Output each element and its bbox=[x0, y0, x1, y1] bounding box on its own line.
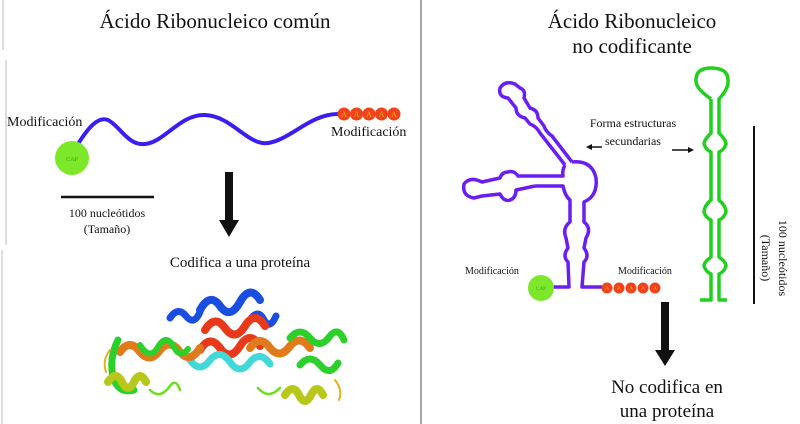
arrow-left-icon bbox=[586, 144, 602, 150]
polya-bead-label: A bbox=[653, 286, 658, 292]
polya-bead bbox=[625, 282, 637, 294]
scale-label: 100 nucleótidos bbox=[69, 206, 146, 220]
cap-structure: CAP bbox=[528, 275, 554, 301]
cap-label: CAP bbox=[536, 287, 546, 292]
right-title-line2: no codificante bbox=[572, 34, 692, 58]
down-arrow bbox=[655, 302, 675, 366]
polya-bead-label: A bbox=[629, 286, 634, 292]
right-title-line1: Ácido Ribonucleico bbox=[548, 9, 717, 33]
polya-bead bbox=[649, 282, 661, 294]
polya-bead-label: A bbox=[617, 286, 622, 292]
polya-bead bbox=[637, 282, 649, 294]
arrow-right-icon bbox=[672, 147, 694, 153]
polya-bead bbox=[375, 107, 388, 121]
result-label: Codifica a una proteína bbox=[170, 255, 311, 271]
polya-bead bbox=[337, 107, 351, 121]
polya-bead-label: A bbox=[641, 286, 646, 292]
scale-sublabel: (Tamaño) bbox=[84, 222, 130, 236]
result-line1: No codifica en bbox=[611, 377, 723, 398]
ncrna-secondary-structure bbox=[461, 80, 602, 289]
polya-bead-label: A bbox=[366, 110, 372, 119]
polya-bead-label: A bbox=[341, 110, 347, 119]
polya-bead bbox=[362, 107, 376, 121]
polya-bead bbox=[601, 282, 613, 294]
left-title: Ácido Ribonucleico común bbox=[100, 9, 331, 33]
right-mod-label-5prime: Modificación bbox=[465, 266, 519, 277]
mrna-strand bbox=[76, 112, 340, 147]
annotation-line1: Forma estructuras bbox=[590, 116, 677, 130]
polya-bead bbox=[350, 107, 363, 121]
scale-sublabel-vertical: (Tamaño) bbox=[759, 235, 773, 281]
polya-bead bbox=[387, 107, 401, 121]
polya-bead-label: A bbox=[605, 286, 610, 292]
down-arrow bbox=[219, 172, 239, 237]
polya-bead-label: A bbox=[379, 110, 385, 119]
left-mod-label-5prime: Modificación bbox=[7, 115, 82, 130]
scale-label-vertical: 100 nucleótidos bbox=[776, 220, 790, 297]
cap-structure: CAP bbox=[55, 141, 89, 175]
polya-bead-label: A bbox=[354, 110, 360, 119]
polya-bead-label: A bbox=[391, 110, 397, 119]
hairpin-structure bbox=[694, 66, 730, 302]
left-mod-label-3prime: Modificación bbox=[331, 125, 406, 140]
right-mod-label-3prime: Modificación bbox=[618, 266, 672, 277]
annotation-line2: secundarias bbox=[605, 134, 661, 148]
result-line2: una proteína bbox=[620, 401, 715, 422]
protein-structure bbox=[103, 288, 348, 405]
cap-label: CAP bbox=[66, 157, 78, 163]
polya-bead bbox=[613, 282, 625, 294]
